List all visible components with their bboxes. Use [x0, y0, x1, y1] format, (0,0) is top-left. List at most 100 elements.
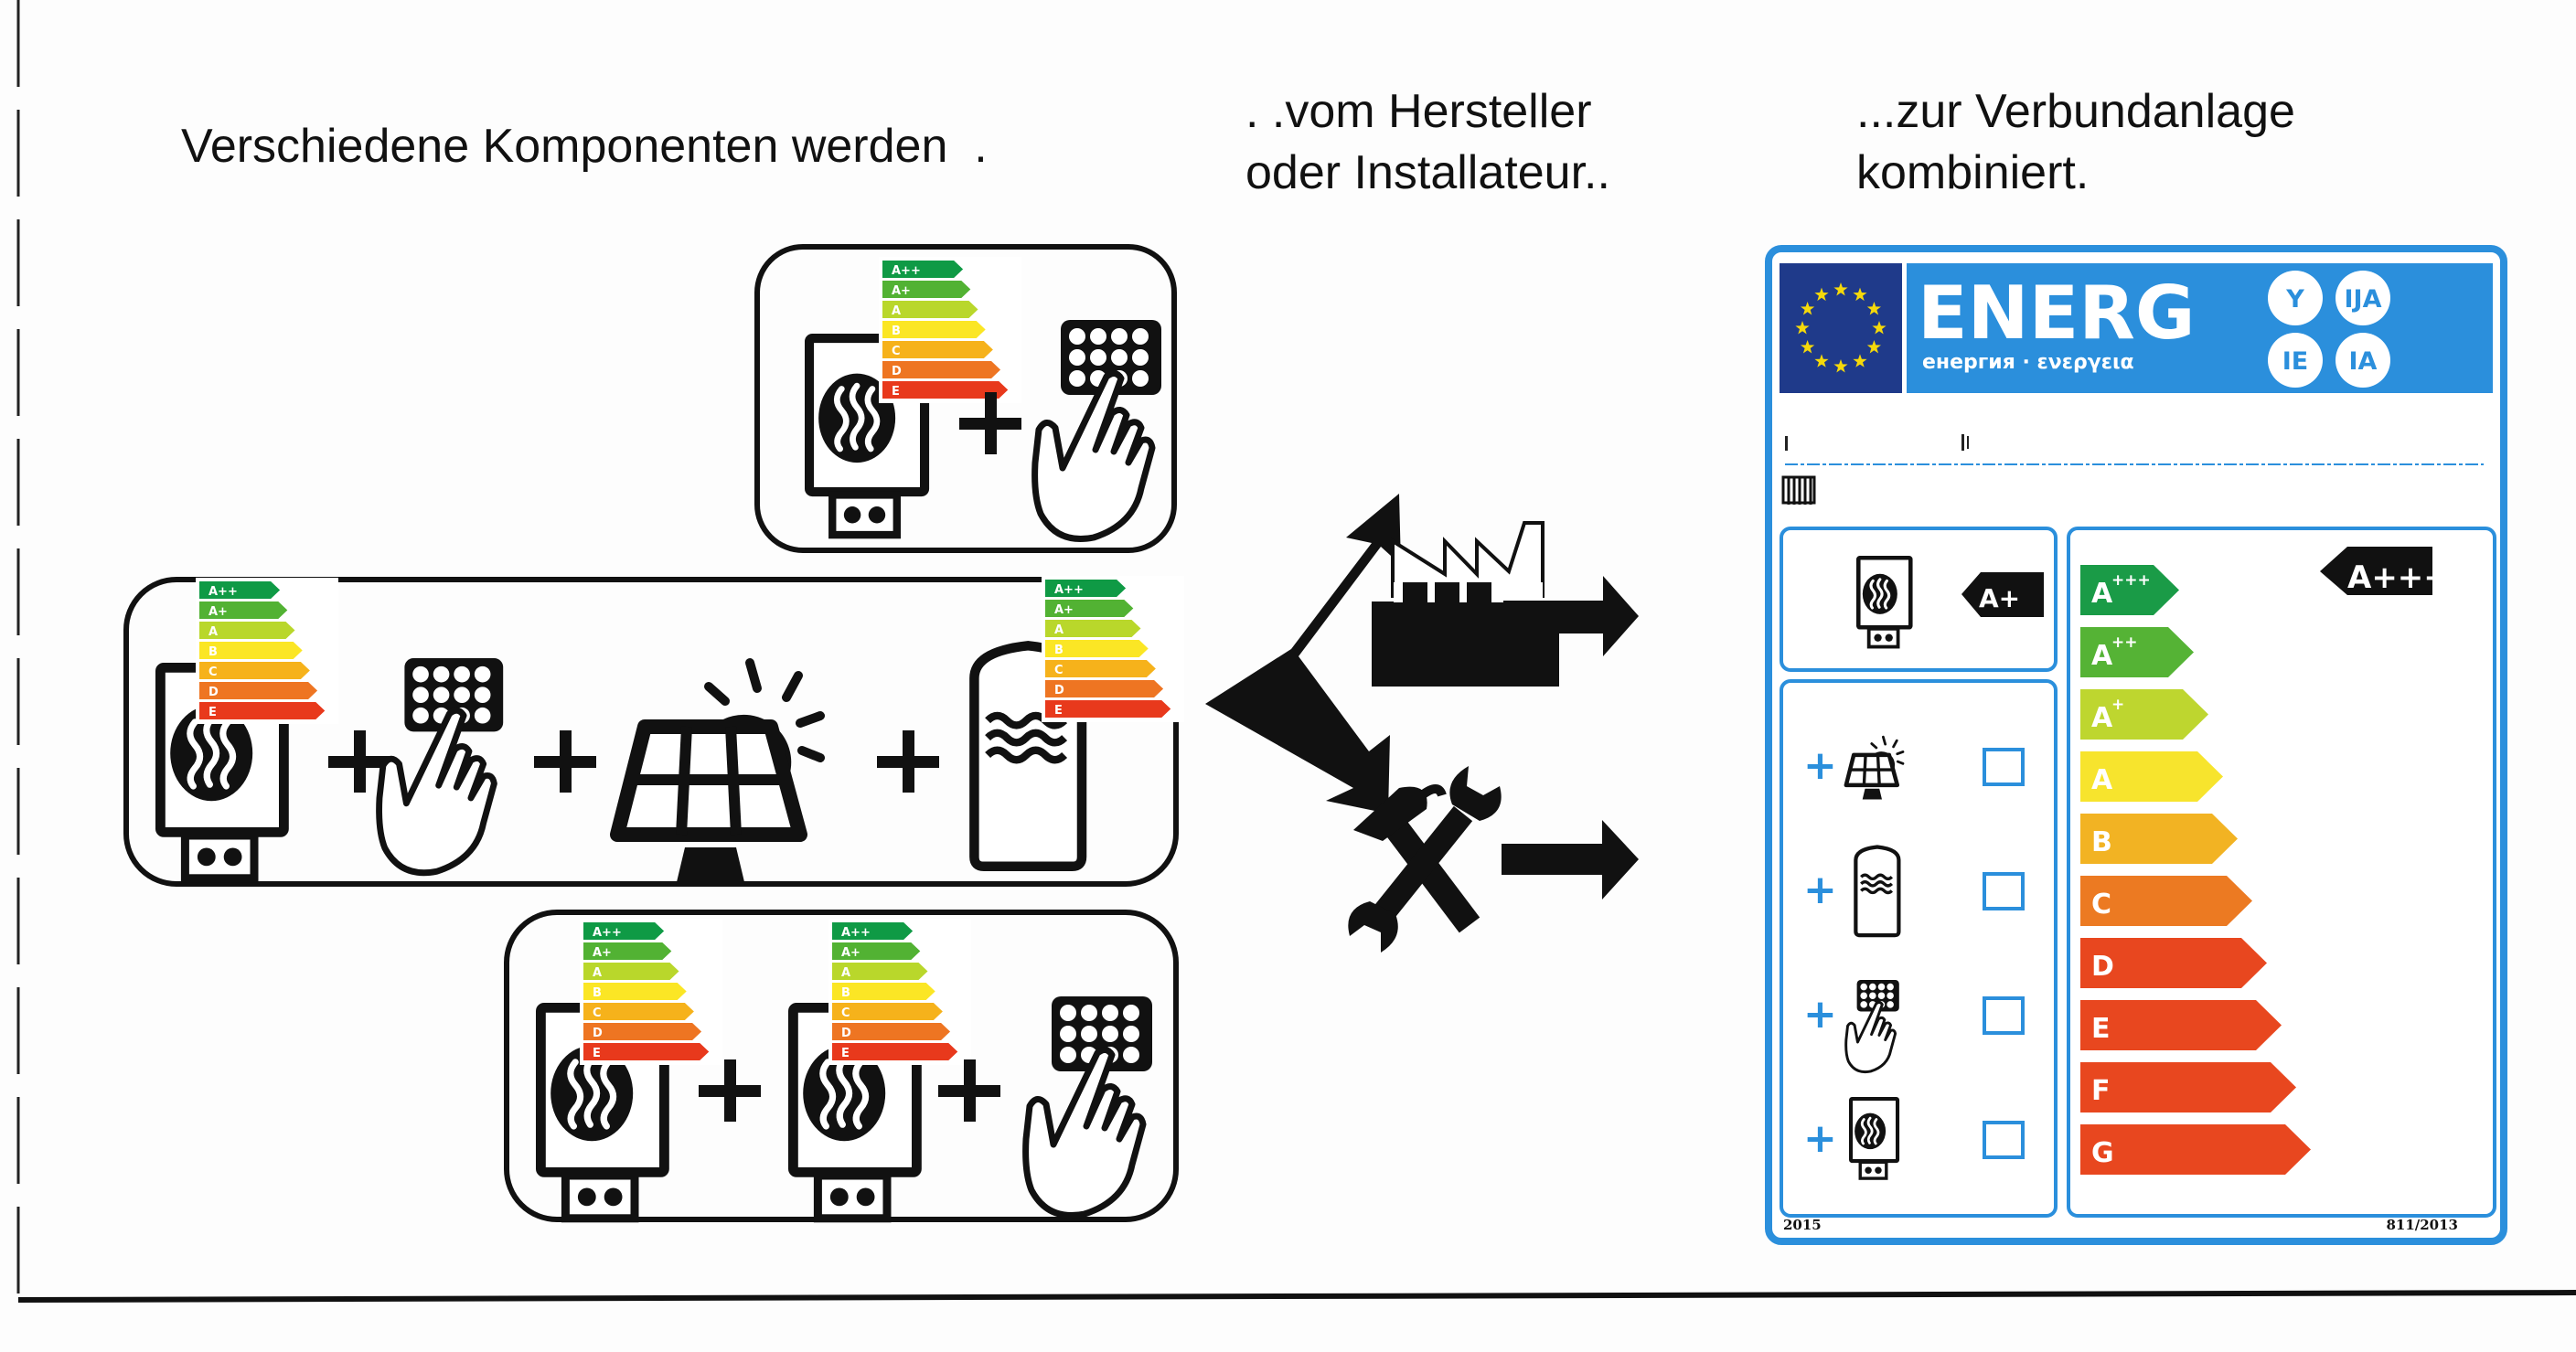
scale-bar-superscript: +++	[2111, 571, 2151, 590]
scale-bar-a	[2080, 751, 2223, 802]
svg-text:A+: A+	[1979, 583, 2020, 613]
scale-bar-label: A	[2091, 640, 2113, 672]
mini-scale-bar	[832, 922, 914, 940]
heading-combined-line2: kombiniert.	[1856, 146, 2090, 199]
mini-scale-label: D	[208, 686, 219, 699]
group-box-full-system	[123, 577, 1179, 887]
mini-scale-bar	[1045, 600, 1134, 617]
mini-scale-bar	[199, 622, 295, 639]
mini-scale-bar	[882, 341, 993, 358]
mini-scale-bar	[199, 682, 318, 699]
scale-bar-appp	[2080, 565, 2179, 615]
language-badge-text: IA	[2349, 347, 2378, 376]
scale-bar-label: C	[2091, 889, 2111, 921]
scale-bar-e	[2080, 1000, 2282, 1050]
mini-scale-label: B	[841, 986, 850, 1000]
scale-bar-label: B	[2091, 826, 2112, 858]
option-row-solar: +	[1803, 737, 2025, 799]
branch-arrow-icon	[1205, 494, 1401, 814]
mini-scale-bar	[583, 983, 687, 1000]
mini-scale-label: E	[841, 1047, 850, 1060]
language-badge-text: Y	[2285, 285, 2304, 314]
mini-scale-bar	[1045, 700, 1171, 718]
scale-bar-f	[2080, 1062, 2296, 1112]
scale-bar-label: A	[2091, 578, 2113, 610]
mini-scale-bar	[882, 281, 971, 298]
mini-scale-bar	[199, 581, 281, 599]
mini-scale-bar	[1045, 580, 1127, 597]
option-checkbox[interactable]	[1983, 748, 2025, 786]
scale-bar-g	[2080, 1124, 2311, 1175]
option-row-storage: +	[1803, 847, 2025, 936]
eu-star-icon	[1795, 321, 1810, 335]
control-icon	[1026, 996, 1152, 1216]
eu-star-icon	[1801, 340, 1815, 354]
mini-scale-bar	[882, 261, 964, 278]
mini-scale-label: A++	[841, 926, 871, 940]
eu-star-icon	[1814, 354, 1829, 367]
scale-bar-label: A	[2091, 702, 2113, 734]
mini-scale-label: A	[892, 304, 901, 318]
arrow-right-icon	[1502, 820, 1639, 900]
heading-components: Verschiedene Komponenten werden .	[181, 120, 988, 173]
mini-scale-label: C	[892, 345, 901, 358]
mini-scale-bar	[583, 922, 665, 940]
plus-icon	[699, 1059, 761, 1122]
mini-scale-label: C	[1054, 664, 1064, 677]
mini-scale-label: A+	[841, 946, 860, 960]
mini-scale-label: A+	[593, 946, 612, 960]
eu-star-icon	[1833, 359, 1848, 373]
language-badge	[2268, 271, 2323, 325]
scale-bar-superscript: +	[2111, 696, 2124, 714]
scale-bar-c	[2080, 876, 2252, 926]
eu-star-icon	[1872, 321, 1887, 335]
mini-scale-label: E	[1054, 704, 1063, 718]
mini-scale-bar	[583, 963, 679, 980]
plus-icon	[534, 730, 596, 793]
mini-scale-label: B	[208, 645, 218, 659]
mini-scale-label: E	[593, 1047, 601, 1060]
heading-manufacturer-line2: oder Installateur..	[1245, 146, 1610, 199]
label-regulation: 811/2013	[2386, 1217, 2458, 1233]
mini-scale-label: A	[1054, 623, 1064, 637]
mini-scale-label: D	[892, 365, 902, 378]
option-checkbox[interactable]	[1983, 872, 2025, 910]
scale-bar-label: G	[2091, 1137, 2114, 1169]
option-row-heater: +	[1803, 1099, 2025, 1178]
tools-icon	[1348, 766, 1502, 953]
scale-bar-superscript: ++	[2111, 633, 2138, 652]
option-plus-icon: +	[1803, 1115, 1837, 1162]
energy-brand-banner	[1907, 263, 2493, 393]
eu-star-icon	[1833, 282, 1848, 296]
plus-icon	[877, 730, 939, 793]
mini-scale-bar	[882, 381, 1009, 399]
scale-bar-label: E	[2091, 1013, 2111, 1045]
scale-bar-label: F	[2091, 1075, 2111, 1107]
mini-scale-label: C	[593, 1006, 602, 1020]
mini-scale-label: D	[841, 1027, 851, 1040]
control-icon	[1035, 320, 1161, 539]
mini-scale-bar	[583, 1043, 710, 1060]
mini-scale-bar	[882, 321, 986, 338]
options-panel	[1780, 679, 2058, 1218]
mini-scale-bar	[199, 601, 288, 619]
energy-brand-title: ENERG	[1918, 271, 2196, 356]
supplier-mark	[1785, 436, 1788, 451]
option-checkbox[interactable]	[1983, 996, 2025, 1035]
mini-scale-bar	[583, 1023, 702, 1040]
mini-scale-bar	[199, 642, 303, 659]
model-mark	[1967, 436, 1969, 449]
mini-scale-label: A+	[1054, 603, 1074, 617]
mini-scale-label: A++	[1054, 583, 1084, 597]
scale-bar-app	[2080, 627, 2194, 677]
option-row-control: +	[1803, 978, 2025, 1074]
mini-scale-label: A	[593, 966, 602, 980]
svg-text:A+++: A+++	[2347, 559, 2450, 596]
option-checkbox[interactable]	[1983, 1121, 2025, 1159]
mini-scale-bar	[1045, 640, 1149, 657]
